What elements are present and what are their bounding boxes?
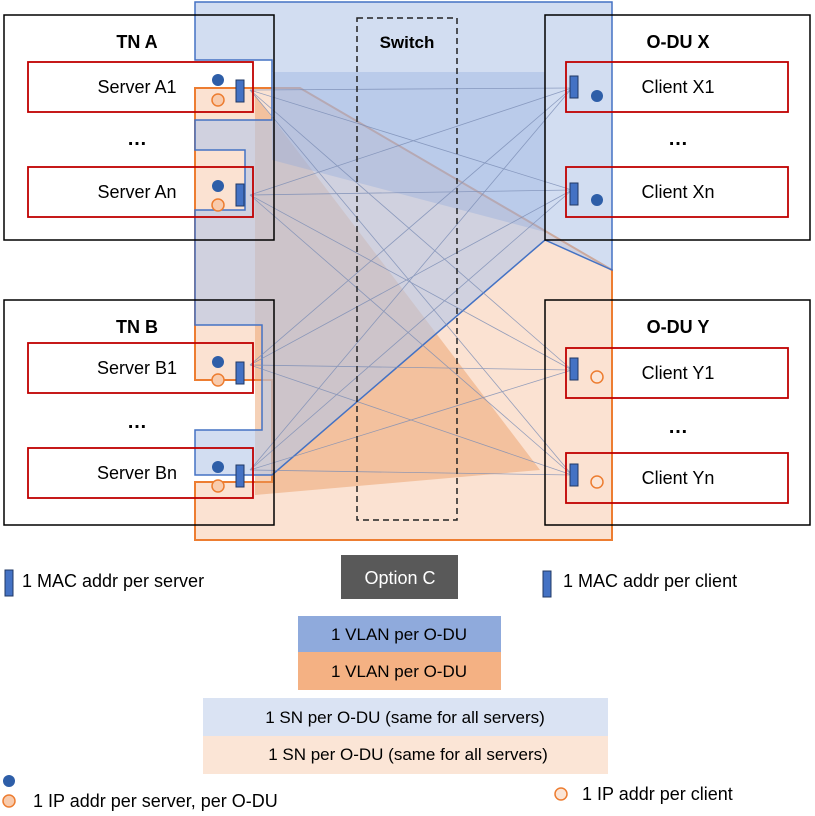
switch-box xyxy=(356,17,458,521)
server-bn-ip-blue-icon xyxy=(212,461,224,473)
legend-mac-server-text: 1 MAC addr per server xyxy=(22,571,204,591)
client-x1-label: Client X1 xyxy=(641,77,714,97)
server-an-mac-icon xyxy=(235,183,245,207)
sn-blue-text: 1 SN per O-DU (same for all servers) xyxy=(265,708,545,727)
client-yn-mac-icon xyxy=(569,463,579,487)
option-badge xyxy=(341,555,458,599)
legend-ip-server-blue-icon xyxy=(3,775,15,787)
server-a1-label: Server A1 xyxy=(97,77,176,97)
odu-x-ellipsis: … xyxy=(668,128,688,150)
legend-mac-client-text: 1 MAC addr per client xyxy=(563,571,737,591)
client-x1-ip-icon xyxy=(591,90,603,102)
server-bn-ip-orange-icon xyxy=(211,479,225,493)
client-yn-box xyxy=(565,452,789,504)
odu-y-title: O-DU Y xyxy=(647,317,710,337)
tn-b-ellipsis: … xyxy=(127,411,147,433)
client-y1-mac-icon xyxy=(569,357,579,381)
odu-x-title: O-DU X xyxy=(647,32,710,52)
client-x1-box xyxy=(565,61,789,113)
server-interfaces xyxy=(211,74,245,493)
client-xn-mac-icon xyxy=(569,182,579,206)
tn-a-box xyxy=(3,14,275,241)
server-bn-mac-icon xyxy=(235,464,245,488)
vlan-blue-text: 1 VLAN per O-DU xyxy=(331,625,467,644)
server-a1-ip-blue-icon xyxy=(212,74,224,86)
legend-mac-client-icon xyxy=(542,570,552,598)
server-a1-box xyxy=(27,61,254,113)
server-b1-mac-icon xyxy=(235,361,245,385)
tn-a-ellipsis: … xyxy=(127,128,147,150)
vlan-orange-bar xyxy=(298,652,501,690)
server-an-ip-orange-icon xyxy=(211,198,225,212)
legend-ip-server-text: 1 IP addr per server, per O-DU xyxy=(33,791,278,811)
server-bn-box xyxy=(27,447,254,499)
client-y1-ip-icon xyxy=(590,370,604,384)
server-a1-ip-orange-icon xyxy=(211,93,225,107)
client-yn-ip-icon xyxy=(590,475,604,489)
server-an-label: Server An xyxy=(97,182,176,202)
odu-y-box xyxy=(544,299,811,526)
legend-ip-client-icon xyxy=(554,787,568,801)
server-b1-ip-orange-icon xyxy=(211,373,225,387)
client-xn-ip-icon xyxy=(591,194,603,206)
server-b1-label: Server B1 xyxy=(97,358,177,378)
server-bn-label: Server Bn xyxy=(97,463,177,483)
client-xn-label: Client Xn xyxy=(641,182,714,202)
client-y1-box xyxy=(565,347,789,399)
server-a1-mac-icon xyxy=(235,79,245,103)
sn-orange-bar xyxy=(203,736,608,774)
client-xn-box xyxy=(565,166,789,218)
legend-ip-server-orange-icon xyxy=(2,794,16,808)
server-b1-ip-blue-icon xyxy=(212,356,224,368)
client-interfaces xyxy=(569,75,604,489)
switch-mesh-lines xyxy=(249,87,573,476)
odu-x-box xyxy=(544,14,811,241)
sn-blue-bar xyxy=(203,698,608,736)
legend-mac-server-icon xyxy=(4,569,14,597)
vlan-blue-bar xyxy=(298,616,501,652)
tn-b-box xyxy=(3,299,275,526)
server-b1-box xyxy=(27,342,254,394)
server-an-ip-blue-icon xyxy=(212,180,224,192)
legend-ip-client-text: 1 IP addr per client xyxy=(582,784,733,804)
sn-orange-text: 1 SN per O-DU (same for all servers) xyxy=(268,745,548,764)
client-y1-label: Client Y1 xyxy=(642,363,715,383)
option-label: Option C xyxy=(364,568,435,588)
tn-a-title: TN A xyxy=(116,32,157,52)
tn-b-title: TN B xyxy=(116,317,158,337)
server-an-box xyxy=(27,166,254,218)
vlan-orange-text: 1 VLAN per O-DU xyxy=(331,662,467,681)
odu-x-overlap-shade xyxy=(272,72,545,232)
client-yn-label: Client Yn xyxy=(642,468,715,488)
odu-y-ellipsis: … xyxy=(668,416,688,438)
switch-label: Switch xyxy=(380,33,435,52)
client-x1-mac-icon xyxy=(569,75,579,99)
